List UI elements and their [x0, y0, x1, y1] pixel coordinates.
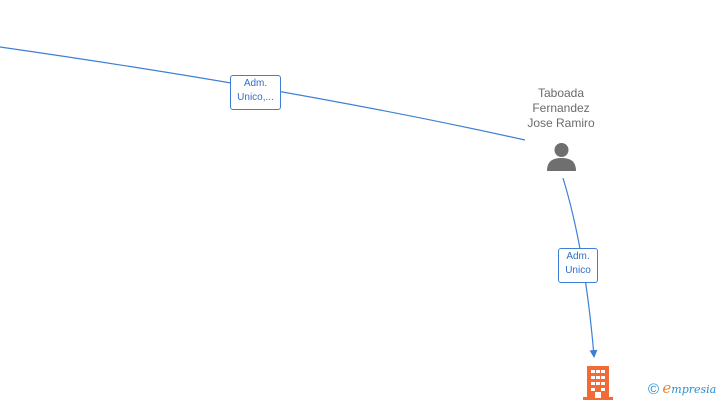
person-name-line: Taboada [537, 86, 585, 100]
building-icon[interactable] [583, 366, 613, 400]
person-name-line: Fernandez [532, 101, 590, 115]
copyright-symbol: © [648, 381, 660, 398]
person-node-label[interactable]: Taboada Fernandez Jose Ramiro [505, 86, 617, 131]
empresia-watermark: © empresia [648, 378, 728, 398]
edge-label-line: Adm. [243, 78, 268, 89]
brand-logo-e: e [662, 379, 672, 397]
edge-line-1[interactable] [0, 46, 526, 141]
edge-label-line: Unico [565, 265, 591, 276]
person-icon[interactable] [546, 142, 577, 171]
person-name-line: Jose Ramiro [527, 116, 595, 130]
brand-logo-text: mpresia [671, 383, 717, 396]
edge-label-line: Unico,... [237, 92, 274, 103]
edge-label-line: Adm. [566, 251, 590, 262]
edge-label-adm-unico-1[interactable]: Adm. Unico,... [230, 75, 281, 110]
edge-label-adm-unico-2[interactable]: Adm. Unico [558, 248, 598, 283]
